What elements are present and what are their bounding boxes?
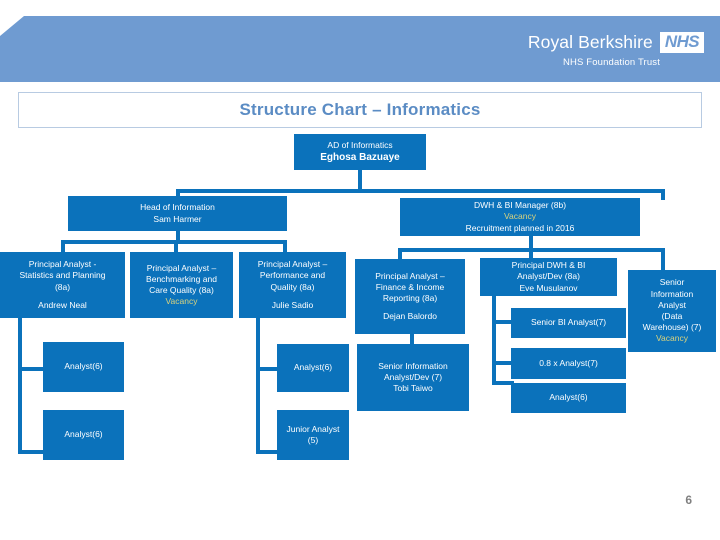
node-line: (8a) (54, 281, 71, 292)
node-line: (Data (661, 311, 683, 321)
trust-name: Royal Berkshire (527, 31, 653, 52)
connector-dwh-branch-3 (661, 248, 665, 270)
connector-stats-to-a6b (18, 450, 46, 454)
node-line: AD of Informatics (327, 139, 393, 150)
slide-title-box: Structure Chart – Informatics (18, 92, 702, 128)
connector-head-branch-2 (174, 240, 178, 254)
node-line: Analyst/Dev (7) (383, 371, 443, 382)
node-senior-information-analyst-dev[interactable]: Senior Information Analyst/Dev (7) Tobi … (357, 344, 469, 411)
node-line: Analyst(6) (293, 362, 333, 373)
connector-ad-down (358, 170, 362, 192)
node-line-vacancy: Vacancy (656, 333, 688, 344)
connector-head-branch-1 (61, 240, 65, 254)
node-line: Senior (659, 277, 685, 288)
connector-head-branch-3 (283, 240, 287, 254)
node-line: Principal Analyst – (146, 262, 217, 273)
connector-perf-to-junior (256, 450, 280, 454)
node-dwh-bi-manager[interactable]: DWH & BI Manager (8b) Vacancy Recruitmen… (400, 198, 640, 236)
node-line: Analyst(6) (549, 392, 588, 403)
connector-head-down (176, 231, 180, 243)
page-title: Structure Chart – Informatics (239, 100, 481, 119)
node-line: 0.8 x Analyst(7) (539, 357, 598, 368)
node-line: Principal Analyst - (28, 259, 97, 270)
node-line: Benchmarking and (146, 273, 217, 284)
node-line: Performance and (259, 270, 326, 281)
connector-head-stub (176, 189, 180, 201)
node-line: Information (650, 288, 694, 299)
node-line: Analyst(6) (64, 429, 103, 440)
node-line-vacancy: Vacancy (165, 296, 198, 307)
node-line: Warehouse) (7) (642, 322, 702, 333)
connector-stats-spine (18, 318, 22, 454)
node-line: Eghosa Bazuaye (320, 152, 400, 164)
connector-ad-horizontal (176, 189, 665, 193)
node-line: Analyst(6) (64, 361, 103, 372)
node-line: Analyst (658, 299, 686, 310)
connector-perf-to-a6 (256, 367, 280, 371)
node-analyst6-statistics-b[interactable]: Analyst(6) (43, 410, 124, 460)
node-line: Andrew Neal (38, 299, 87, 310)
connector-bi-to-senior (492, 320, 514, 324)
node-line: DWH & BI Manager (8b) (473, 200, 567, 211)
node-line: Julie Sadio (271, 299, 314, 310)
node-pa-performance-quality[interactable]: Principal Analyst – Performance and Qual… (239, 252, 346, 318)
logo-row: Royal Berkshire NHS (528, 32, 704, 53)
node-pa-benchmarking-care-quality[interactable]: Principal Analyst – Benchmarking and Car… (130, 252, 233, 318)
header-banner-inner: Royal Berkshire NHS NHS Foundation Trust (0, 16, 720, 82)
node-line: Tobi Taiwo (393, 383, 433, 394)
node-line: Analyst/Dev (8a) (517, 271, 580, 282)
page-number: 6 (685, 493, 692, 507)
node-line: Principal Analyst – (257, 259, 328, 270)
trust-subtitle: NHS Foundation Trust (563, 56, 660, 68)
node-line: Care Quality (8a) (149, 285, 214, 295)
nhs-trust-logo: Royal Berkshire NHS NHS Foundation Trust (528, 32, 704, 67)
node-principal-dwh-bi-analyst-dev[interactable]: Principal DWH & BI Analyst/Dev (8a) Eve … (480, 258, 617, 296)
node-head-of-information[interactable]: Head of Information Sam Harmer (68, 196, 287, 231)
nhs-logo-icon: NHS (659, 32, 704, 53)
node-line: Head of Information (140, 202, 215, 213)
node-senior-information-analyst-data-warehouse[interactable]: Senior Information Analyst (Data Warehou… (628, 270, 716, 352)
node-line: Senior Information (378, 360, 448, 371)
node-line: Principal DWH & BI (511, 260, 586, 271)
node-line: Dejan Balordo (383, 311, 437, 322)
connector-perf-spine (256, 318, 260, 454)
connector-bi-to-a6 (492, 381, 514, 385)
node-line: Finance & Income (375, 281, 445, 292)
node-analyst6-statistics-a[interactable]: Analyst(6) (43, 342, 124, 392)
node-line: Quality (8a) (270, 281, 315, 292)
connector-dwh-branch-2 (529, 248, 533, 260)
node-pa-statistics-planning[interactable]: Principal Analyst - Statistics and Plann… (0, 252, 125, 318)
connector-bi-spine (492, 296, 496, 384)
connector-finance-down (410, 334, 414, 346)
connector-dwh-stub (661, 189, 665, 200)
node-line: Principal Analyst – (375, 270, 445, 281)
node-ad-of-informatics[interactable]: AD of Informatics Eghosa Bazuaye (294, 134, 426, 170)
header-banner: Royal Berkshire NHS NHS Foundation Trust (0, 16, 720, 82)
node-line: Junior Analyst (286, 423, 340, 434)
connector-dwh-branch-1 (398, 248, 402, 262)
node-line: Eve Musulanov (519, 282, 578, 293)
connector-dwh-down (529, 236, 533, 250)
node-line: (5) (307, 435, 319, 445)
node-pa-finance-income-reporting[interactable]: Principal Analyst – Finance & Income Rep… (355, 259, 465, 334)
node-junior-analyst[interactable]: Junior Analyst (5) (277, 410, 349, 460)
node-analyst6-bi[interactable]: Analyst(6) (511, 383, 626, 413)
node-line: Statistics and Planning (19, 270, 106, 281)
node-line: Sam Harmer (153, 213, 202, 224)
node-line: Recruitment planned in 2016 (465, 222, 575, 233)
node-analyst6-performance[interactable]: Analyst(6) (277, 344, 349, 392)
node-line: Senior BI Analyst(7) (530, 317, 607, 328)
node-08-analyst7[interactable]: 0.8 x Analyst(7) (511, 348, 626, 379)
connector-stats-to-a6a (18, 367, 46, 371)
node-senior-bi-analyst[interactable]: Senior BI Analyst(7) (511, 308, 626, 338)
node-line-vacancy: Vacancy (504, 211, 536, 222)
node-line: Reporting (8a) (382, 293, 438, 303)
connector-bi-to-08 (492, 361, 514, 365)
